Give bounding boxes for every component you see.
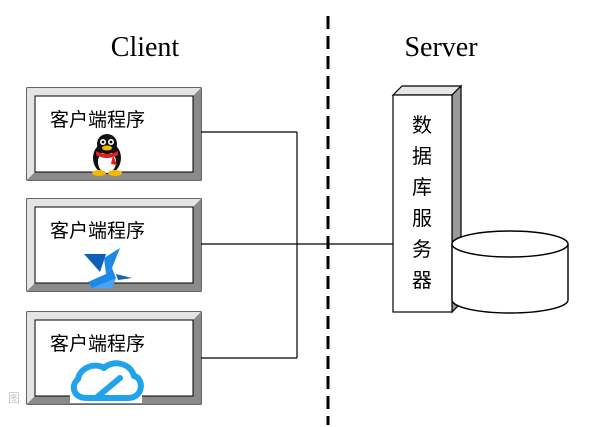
server-tower: 数 据 库 服 务 器 xyxy=(391,84,463,314)
client-box-1-bevel-top xyxy=(27,88,201,96)
watermark-glyph: 图 xyxy=(8,391,20,405)
server-label-char-6: 器 xyxy=(412,268,432,292)
client-box-2-face xyxy=(34,206,194,284)
client-box-3-bevel-top xyxy=(27,312,201,320)
server-tower-top xyxy=(391,85,463,96)
client-box-1: 客户端程序 xyxy=(26,87,202,181)
server-label-char-3: 库 xyxy=(412,175,432,199)
server-label-char-2: 据 xyxy=(412,144,432,168)
client-box-3-bevel-left xyxy=(27,312,35,404)
client-box-2-bevel-right xyxy=(193,199,201,291)
client-box-1-bevel-left xyxy=(27,88,35,180)
client-box-2: 客户端程序 xyxy=(26,198,202,292)
server-tower-front xyxy=(392,94,453,313)
server-label-char-5: 务 xyxy=(412,237,432,261)
server-heading: Server xyxy=(404,32,478,63)
client-heading: Client xyxy=(111,32,180,63)
penguin-icon xyxy=(92,134,122,176)
client-box-2-bevel-bottom xyxy=(27,283,201,291)
server-label-char-1: 数 xyxy=(412,113,432,137)
server-label: 数 据 库 服 务 器 xyxy=(412,113,432,292)
client-box-2-bevel-left xyxy=(27,199,35,291)
connection-lines xyxy=(200,131,395,359)
swift-bird-icon xyxy=(84,248,132,288)
client-box-1-bevel-bottom xyxy=(27,172,201,180)
server-label-char-4: 服 xyxy=(412,206,432,230)
client-label-2: 客户端程序 xyxy=(50,220,145,242)
database-cylinder-icon xyxy=(451,230,569,314)
client-box-2-bevel-top xyxy=(27,199,201,207)
client-box-3-bevel-right xyxy=(193,312,201,404)
client-label-3: 客户端程序 xyxy=(50,333,145,355)
client-label-1: 客户端程序 xyxy=(50,109,145,131)
cloud-icon xyxy=(70,360,144,403)
client-box-1-bevel-right xyxy=(193,88,201,180)
